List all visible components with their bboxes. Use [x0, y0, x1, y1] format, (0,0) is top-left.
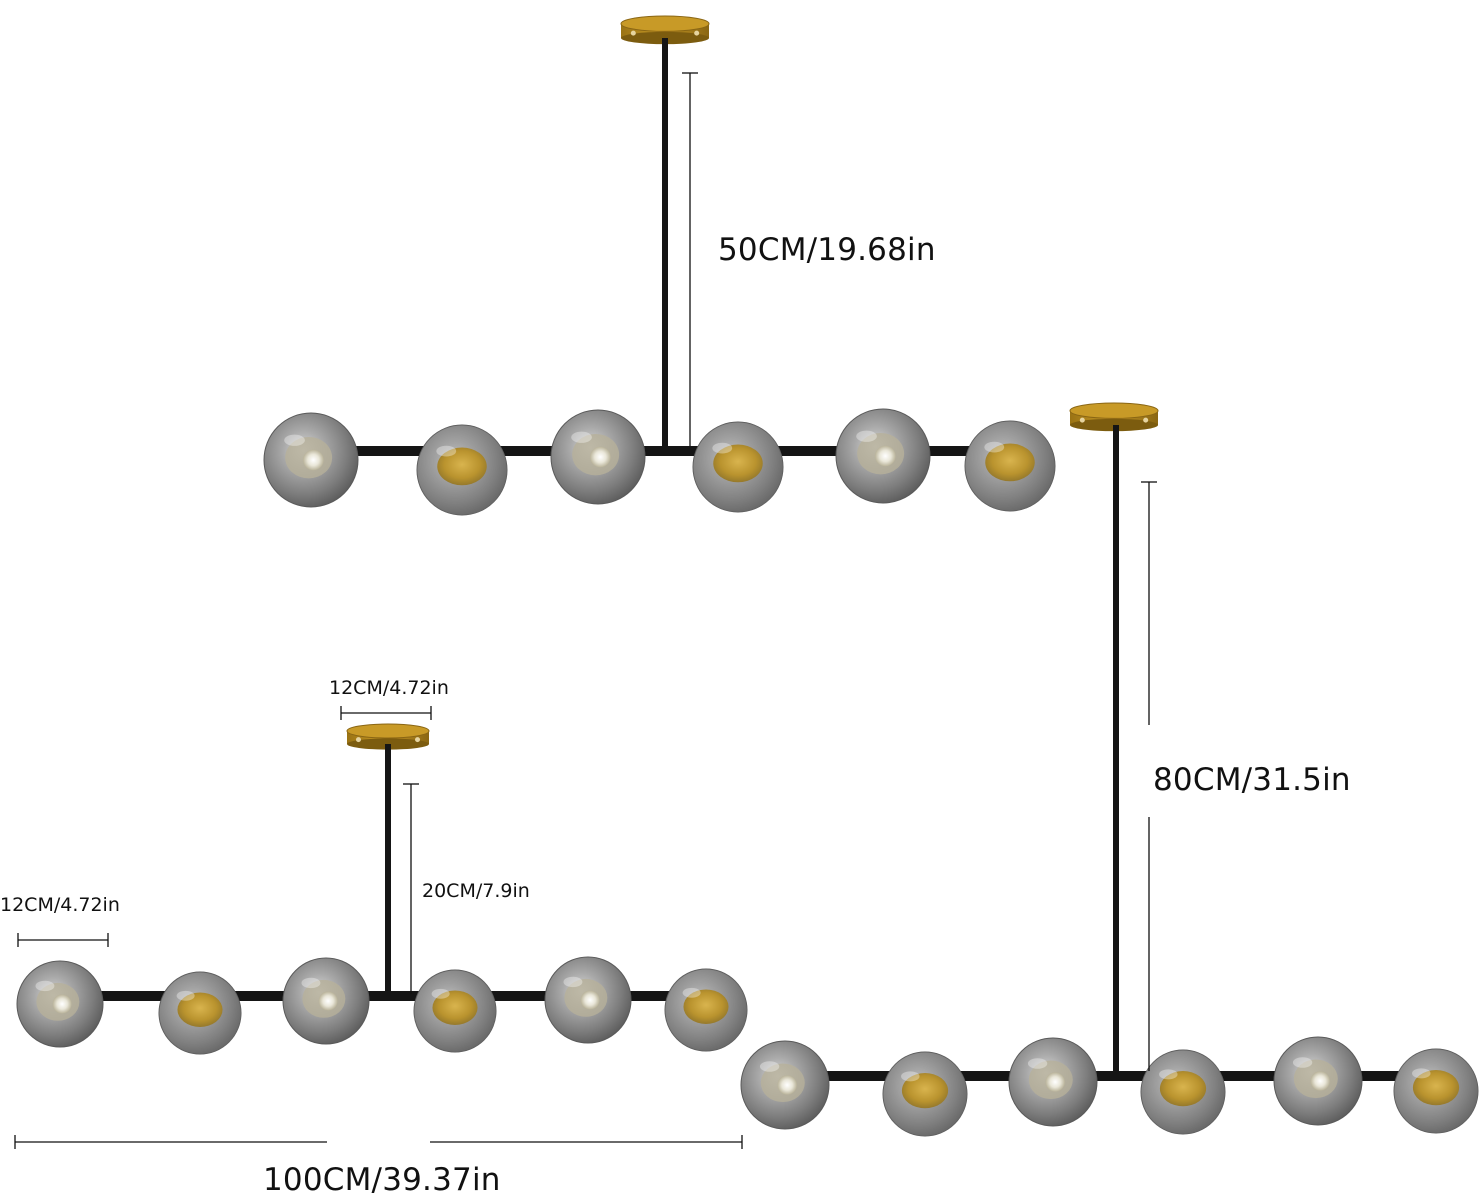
glass-globe-icon: [692, 421, 784, 513]
total-length-label: 100CM/39.37in: [263, 1162, 501, 1198]
glass-globe-icon: [416, 424, 508, 516]
pendant-light-icon: [263, 15, 1056, 516]
horizontal-bar: [350, 446, 1037, 456]
pendant-20cm: [16, 723, 748, 1055]
glass-globe-icon: [1008, 1037, 1098, 1127]
pendant-light-icon: [740, 402, 1479, 1137]
drop-length-20-label: 20CM/7.9in: [422, 880, 530, 902]
stem-rod: [1113, 425, 1119, 1071]
glass-globe-icon: [158, 971, 242, 1055]
globe-width-dimension-line: [17, 933, 109, 947]
pendant-light-icon: [16, 723, 748, 1055]
drop-80-dimension-line: [1141, 481, 1157, 1071]
drop-20-dimension-line: [403, 783, 419, 994]
glass-globe-icon: [263, 412, 359, 508]
glass-globe-icon: [282, 957, 370, 1045]
glass-globe-icon: [664, 968, 748, 1052]
glass-globe-icon: [550, 409, 646, 505]
total-length-dimension-line: [14, 1135, 743, 1149]
drop-length-80-label: 80CM/31.5in: [1153, 762, 1351, 798]
canopy-width-dimension-line: [340, 706, 432, 720]
drop-50-dimension-line: [682, 72, 698, 446]
glass-globe-icon: [740, 1040, 830, 1130]
horizontal-bar: [98, 991, 730, 1001]
canopy-width-label: 12CM/4.72in: [329, 677, 449, 699]
ceiling-canopy-icon: [620, 15, 710, 45]
glass-globe-icon: [835, 408, 931, 504]
glass-globe-icon: [1140, 1049, 1226, 1135]
ceiling-canopy-icon: [346, 723, 430, 750]
glass-globe-icon: [1273, 1036, 1363, 1126]
glass-globe-icon: [882, 1051, 968, 1137]
stem-rod: [385, 744, 391, 992]
glass-globe-icon: [964, 420, 1056, 512]
stem-rod: [662, 38, 668, 446]
pendant-50cm: [263, 15, 1056, 516]
glass-globe-icon: [16, 960, 104, 1048]
glass-globe-icon: [1393, 1048, 1479, 1134]
globe-width-label: 12CM/4.72in: [0, 894, 120, 916]
horizontal-bar: [820, 1071, 1460, 1081]
glass-globe-icon: [413, 969, 497, 1053]
glass-globe-icon: [544, 956, 632, 1044]
pendant-80cm: [740, 402, 1479, 1137]
drop-length-50-label: 50CM/19.68in: [718, 232, 936, 268]
